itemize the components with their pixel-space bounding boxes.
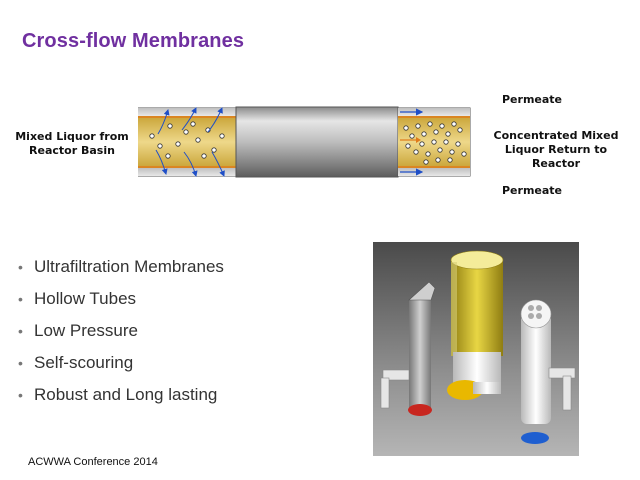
outlet-label: Concentrated Mixed Liquor Return to Reac… — [493, 129, 619, 170]
tube-left-section — [138, 107, 237, 177]
permeate-bottom-label: Permeate — [502, 184, 563, 197]
yellow-module — [447, 250, 504, 400]
permeate-arrows-left — [155, 107, 225, 177]
bullet-item: Robust and Long lasting — [18, 384, 224, 416]
grey-module — [380, 281, 436, 416]
white-module — [520, 299, 576, 444]
bullet-item: Low Pressure — [18, 320, 224, 352]
bullet-list: Ultrafiltration Membranes Hollow Tubes L… — [18, 256, 224, 416]
solids-particles-left — [149, 121, 225, 159]
membrane-modules-photo — [373, 242, 579, 456]
bullet-item: Self-scouring — [18, 352, 224, 384]
solids-particles-right — [403, 121, 467, 165]
tube-center-section — [235, 106, 399, 178]
bullet-item: Ultrafiltration Membranes — [18, 256, 224, 288]
membrane-diagram — [138, 106, 471, 178]
footer-text: ACWWA Conference 2014 — [28, 456, 158, 468]
slide-title: Cross-flow Membranes — [22, 30, 245, 52]
permeate-top-label: Permeate — [502, 93, 563, 106]
flow-arrows-right — [400, 108, 424, 176]
inlet-label: Mixed Liquor from Reactor Basin — [15, 130, 129, 157]
bullet-item: Hollow Tubes — [18, 288, 224, 320]
